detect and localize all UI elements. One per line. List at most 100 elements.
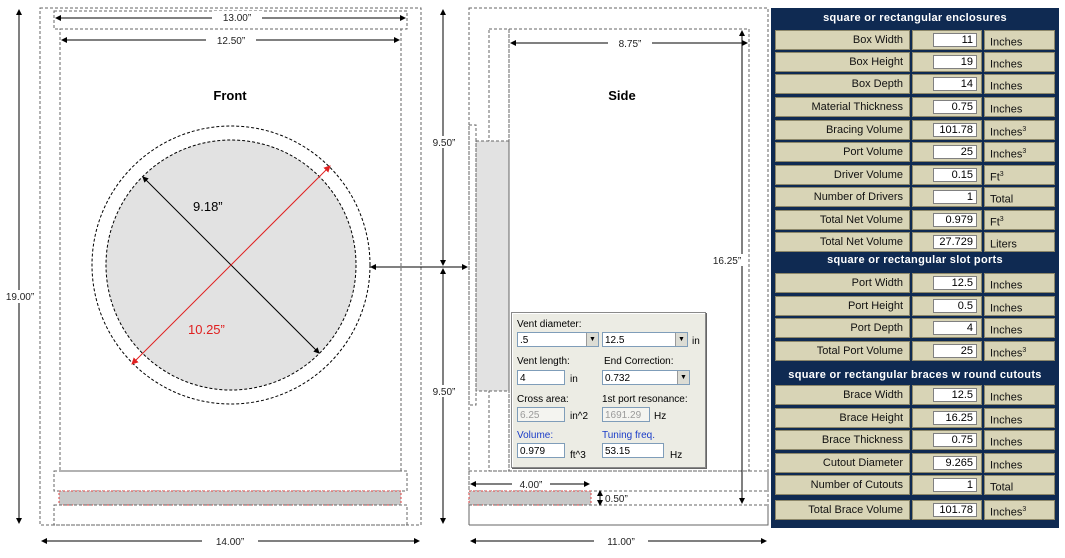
row-unit: Inches: [984, 385, 1055, 405]
row-value-input[interactable]: 0.75: [933, 433, 977, 447]
row-unit-text: Total: [990, 481, 1014, 494]
row-value-input[interactable]: 12.5: [933, 388, 977, 402]
dim-side-lower-label: 9.50”: [433, 387, 456, 398]
vent-diameter-a-select[interactable]: .5 ▼: [517, 332, 599, 347]
row-unit-text: Inches: [990, 80, 1023, 93]
row-value-input[interactable]: 0.5: [933, 299, 977, 313]
row-value-cell: 12.5: [912, 273, 982, 293]
row-unit-text: Inches: [990, 58, 1023, 71]
row-label: Number of Cutouts: [775, 475, 910, 495]
row-value-cell: 14: [912, 74, 982, 94]
row-value-input[interactable]: 0.979: [933, 213, 977, 227]
front-outer-box: [39, 7, 422, 526]
row-unit-exponent: 3: [1022, 506, 1027, 513]
row-unit-text: Ft: [990, 216, 1000, 229]
row-value-input[interactable]: 4: [933, 321, 977, 335]
row-label: Total Net Volume: [775, 210, 910, 230]
front-view: 13.00” 12.50” Front 9.18” 10.25” 19.00” …: [4, 7, 422, 548]
vent-length-input[interactable]: 4: [517, 370, 565, 385]
row-value-input[interactable]: 27.729: [933, 235, 977, 249]
end-correction-select[interactable]: 0.732 ▼: [602, 370, 690, 385]
row-unit-exponent: 3: [999, 171, 1004, 178]
front-inner-box: [59, 28, 402, 472]
row-value-input[interactable]: 9.265: [933, 456, 977, 470]
row-unit: Total: [984, 475, 1055, 495]
row-unit-exponent: 3: [1022, 126, 1027, 133]
row-value-input[interactable]: 0.75: [933, 100, 977, 114]
row-value-cell: 16.25: [912, 408, 982, 428]
row-value-input[interactable]: 25: [933, 145, 977, 159]
row-unit-exponent: 3: [1022, 148, 1027, 155]
dim-side-port-height-label: 0.50”: [605, 494, 628, 505]
row-value-cell: 11: [912, 30, 982, 50]
cutout-diameter-label: 10.25”: [188, 322, 225, 337]
row-unit: Inches: [984, 408, 1055, 428]
side-port-slot: [468, 490, 592, 506]
side-view: Side 8.75” 16.25” 9.50” 9.50” 4.00” 0.50…: [370, 7, 769, 548]
vent-diameter-b-value: 12.5: [605, 335, 625, 346]
calc-row: Port Height 0.5 Inches: [775, 296, 1055, 316]
row-unit-text: Inches: [990, 436, 1023, 449]
row-value-cell: 19: [912, 52, 982, 72]
vent-diameter-label: Vent diameter:: [517, 319, 582, 330]
row-value-cell: 0.75: [912, 97, 982, 117]
row-unit-text: Total: [990, 193, 1014, 206]
row-label: Port Height: [775, 296, 910, 316]
tuning-freq-label: Tuning freq.: [602, 430, 655, 441]
row-unit: Inches: [984, 296, 1055, 316]
row-unit: Total: [984, 187, 1055, 207]
port-resonance-field: 1691.29: [602, 407, 650, 422]
vent-diameter-a-value: .5: [520, 335, 529, 346]
row-value-input[interactable]: 11: [933, 33, 977, 47]
dim-side-depth-label: 16.25”: [713, 256, 741, 267]
tuning-freq-field[interactable]: 53.15: [602, 443, 664, 458]
row-value-input[interactable]: 101.78: [933, 123, 977, 137]
row-unit-text: Inches: [990, 148, 1023, 161]
volume-label: Volume:: [517, 430, 554, 441]
row-label: Port Depth: [775, 318, 910, 338]
row-value-input[interactable]: 25: [933, 344, 977, 358]
row-value-input[interactable]: 1: [933, 478, 977, 492]
row-value-input[interactable]: 0.15: [933, 168, 977, 182]
row-value-cell: 27.729: [912, 232, 982, 252]
volume-field[interactable]: 0.979: [517, 443, 565, 458]
volume-unit: ft^3: [570, 450, 586, 461]
end-correction-value: 0.732: [605, 373, 631, 384]
row-unit: Inches: [984, 74, 1055, 94]
row-value-input[interactable]: 19: [933, 55, 977, 69]
row-unit: Inches3: [984, 500, 1055, 520]
row-unit: Ft3: [984, 210, 1055, 230]
row-value-input[interactable]: 101.78: [933, 503, 977, 517]
cross-area-value: 6.25: [520, 410, 540, 421]
row-value-input[interactable]: 16.25: [933, 411, 977, 425]
row-label: Number of Drivers: [775, 187, 910, 207]
vent-length-unit: in: [570, 374, 578, 385]
chevron-down-icon[interactable]: ▼: [586, 333, 598, 346]
row-unit: Inches: [984, 453, 1055, 473]
cutout-diameter-line: [131, 165, 331, 365]
row-value-cell: 1: [912, 187, 982, 207]
side-bottom-panel: [468, 470, 769, 492]
vent-length-value: 4: [520, 373, 526, 384]
row-value-input[interactable]: 12.5: [933, 276, 977, 290]
row-unit: Ft3: [984, 165, 1055, 185]
row-unit-text: Inches: [990, 414, 1023, 427]
row-value-input[interactable]: 1: [933, 190, 977, 204]
row-label: Total Port Volume: [775, 341, 910, 361]
row-value-input[interactable]: 14: [933, 77, 977, 91]
row-unit: Inches: [984, 430, 1055, 450]
side-base-panel: [468, 504, 769, 526]
vent-diameter-b-select[interactable]: 12.5 ▼: [602, 332, 688, 347]
chevron-down-icon[interactable]: ▼: [677, 371, 689, 384]
row-value-cell: 1: [912, 475, 982, 495]
chevron-down-icon[interactable]: ▼: [675, 333, 687, 346]
